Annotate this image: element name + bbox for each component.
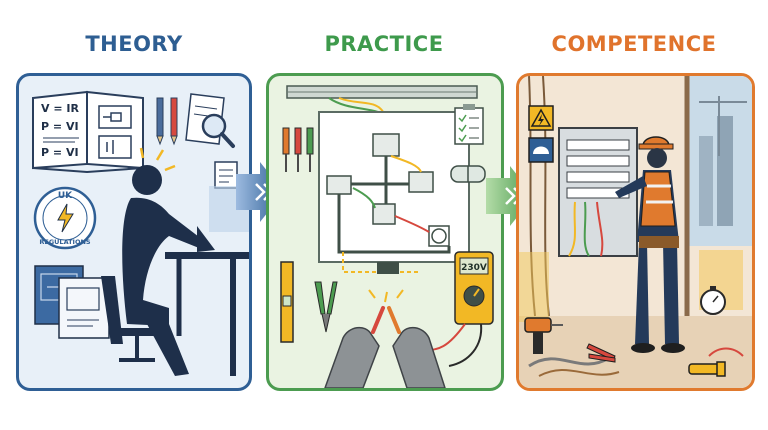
safety-goggles-icon	[450, 165, 486, 183]
formula-pvi-1: P = VI	[41, 120, 79, 133]
student-at-desk-icon	[101, 147, 249, 376]
practice-heading: PRACTICE	[324, 32, 444, 56]
multimeter-reading: 230V	[461, 263, 487, 273]
badge-regulations-label: REGULATIONS	[39, 238, 91, 246]
floor-cables-icon	[528, 347, 744, 377]
spirit-level-icon	[280, 261, 294, 343]
screwdrivers-icon	[282, 127, 314, 172]
floor-pliers-icon	[586, 343, 616, 363]
warning-sign-icon	[528, 105, 554, 131]
textbook-icon: V = IR P = VI P = VI	[32, 90, 144, 174]
theory-panel: V = IR P = VI P = VI	[16, 73, 252, 391]
magnifier-document-icon	[185, 93, 235, 148]
badge-uk-label: UK	[58, 191, 73, 201]
electrician-worker-icon	[615, 136, 685, 353]
theory-heading: THEORY	[85, 32, 183, 56]
pliers-icon	[314, 281, 338, 333]
flashlight-icon	[688, 361, 726, 377]
schematic-books-icon	[34, 265, 110, 339]
conduit-rail-icon	[286, 85, 478, 119]
checklist-clipboard-icon	[454, 104, 484, 145]
multimeter-icon: 230V	[418, 251, 494, 367]
practice-panel: 230V	[266, 73, 504, 391]
stopwatch-icon	[700, 286, 726, 315]
competence-heading: COMPETENCE	[551, 32, 717, 56]
pencil-icon	[156, 97, 178, 146]
wiring-board-icon	[318, 111, 470, 274]
notepad-icon	[214, 161, 238, 189]
hands-working-icon	[324, 289, 446, 388]
drill-icon	[524, 317, 563, 354]
formula-pvi-2: P = VI	[41, 146, 79, 159]
uk-regulations-badge: UK REGULATIONS	[33, 186, 97, 250]
formula-vir: V = IR	[41, 102, 79, 115]
hard-hat-sign-icon	[528, 137, 554, 163]
competence-panel	[516, 73, 755, 391]
